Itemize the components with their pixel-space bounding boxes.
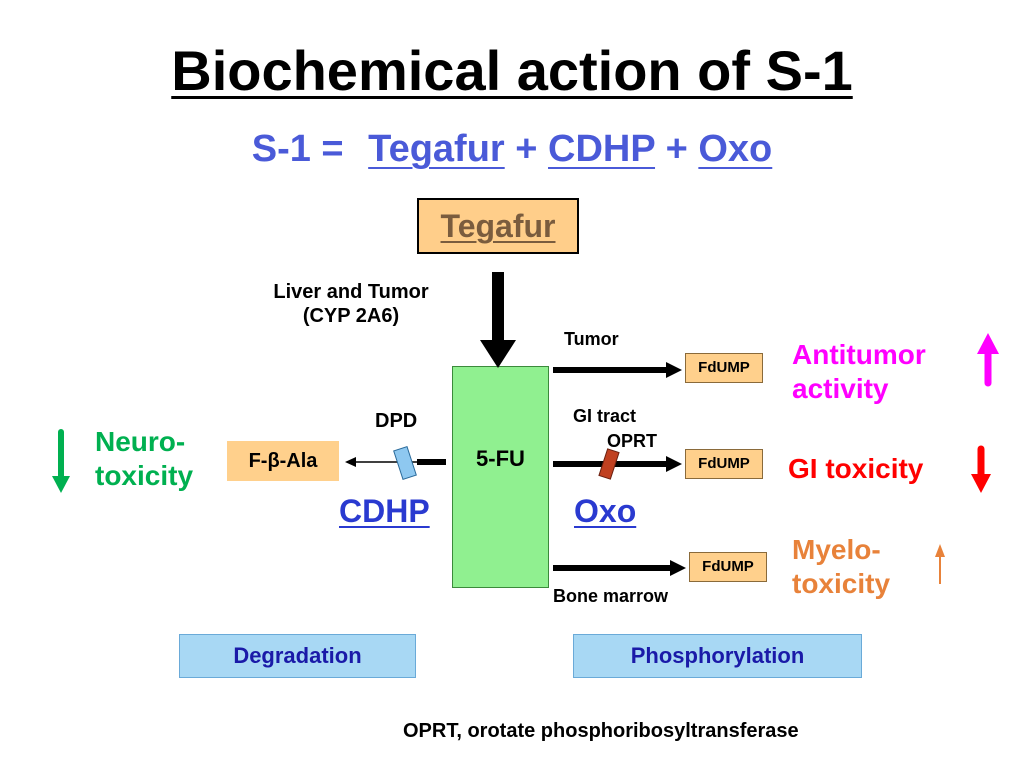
formula-lhs: S-1 = <box>251 128 344 170</box>
f-beta-ala-box: F-β-Ala <box>227 441 339 481</box>
neuro-toxicity-down-icon <box>52 429 70 493</box>
oxo-label: Oxo <box>574 493 637 529</box>
liver-tumor-label: Liver and Tumor (CYP 2A6) <box>273 281 429 327</box>
myelo-toxicity-up-icon <box>935 544 945 584</box>
dpd-label: DPD <box>375 410 418 432</box>
degradation-arrow <box>345 457 446 467</box>
five-fu-box <box>452 366 549 588</box>
fdump-box-gi: FdUMP <box>685 449 763 479</box>
fdump-box-bone-marrow: FdUMP <box>689 552 767 582</box>
myelo-toxicity-label: Myelo- toxicity <box>792 534 891 599</box>
formula-plus-1: + <box>515 128 538 170</box>
gi-toxicity-down-icon <box>971 445 991 493</box>
liver-conversion-arrow <box>480 272 516 368</box>
formula: S-1 = Tegafur + CDHP + Oxo <box>0 126 1024 172</box>
formula-cdhp: CDHP <box>548 128 656 170</box>
tegafur-box: Tegafur <box>417 198 579 254</box>
bone-marrow-arrow <box>553 560 686 576</box>
phosphorylation-label-box: Phosphorylation <box>573 634 862 678</box>
gi-tract-label: GI tract <box>573 406 637 426</box>
formula-plus-2: + <box>665 128 688 170</box>
fdump-box-tumor: FdUMP <box>685 353 763 383</box>
cdhp-label: CDHP <box>339 493 430 529</box>
five-fu-label: 5-FU <box>476 446 525 471</box>
formula-oxo: Oxo <box>698 128 773 170</box>
formula-tegafur: Tegafur <box>368 128 505 170</box>
bone-marrow-label: Bone marrow <box>553 586 669 606</box>
antitumor-up-icon <box>977 333 999 387</box>
oprt-label: OPRT <box>607 431 658 451</box>
gi-toxicity-label: GI toxicity <box>788 453 924 484</box>
slide-title: Biochemical action of S-1 <box>171 39 853 102</box>
antitumor-activity-label: Antitumor activity <box>792 339 926 404</box>
footnote: OPRT, orotate phosphoribosyltransferase <box>403 720 799 742</box>
tumor-label: Tumor <box>564 329 619 349</box>
oprt-enzyme <box>598 448 620 480</box>
tumor-arrow <box>553 362 682 378</box>
dpd-enzyme <box>393 445 417 481</box>
neuro-toxicity-label: Neuro- toxicity <box>95 426 194 491</box>
degradation-label-box: Degradation <box>179 634 416 678</box>
